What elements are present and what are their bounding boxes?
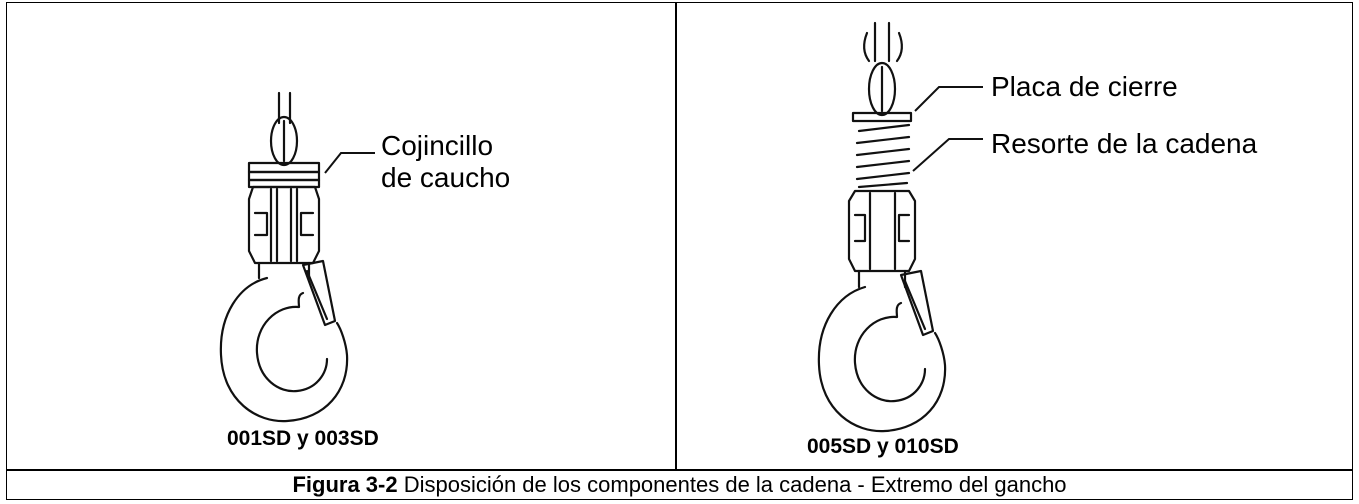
caption-divider bbox=[7, 469, 1352, 471]
hook-drawing-rubber-cushion bbox=[219, 91, 375, 423]
rubber-cushion-label-line2: de caucho bbox=[381, 162, 511, 193]
left-model-label: 001SD y 003SD bbox=[227, 427, 379, 450]
left-panel: Cojincillo de caucho 001SD y 003SD bbox=[7, 3, 675, 469]
figure-frame: Cojincillo de caucho 001SD y 003SD bbox=[6, 2, 1353, 500]
stopper-plate-label: Placa de cierre bbox=[991, 71, 1178, 102]
right-panel: Placa de cierre Resorte de la cadena 005… bbox=[677, 3, 1352, 469]
figure-caption-text: Disposición de los componentes de la cad… bbox=[397, 472, 1067, 497]
rubber-cushion-label: Cojincillo de caucho bbox=[381, 130, 510, 194]
panel-divider-vertical bbox=[675, 3, 677, 469]
hook-drawing-chain-spring bbox=[817, 21, 983, 433]
rubber-cushion-label-line1: Cojincillo bbox=[381, 130, 494, 161]
right-model-label: 005SD y 010SD bbox=[807, 435, 959, 458]
figure-number: Figura 3-2 bbox=[292, 472, 398, 497]
chain-spring-label: Resorte de la cadena bbox=[991, 128, 1258, 159]
figure-caption: Figura 3-2 Disposición de los componente… bbox=[7, 471, 1352, 499]
